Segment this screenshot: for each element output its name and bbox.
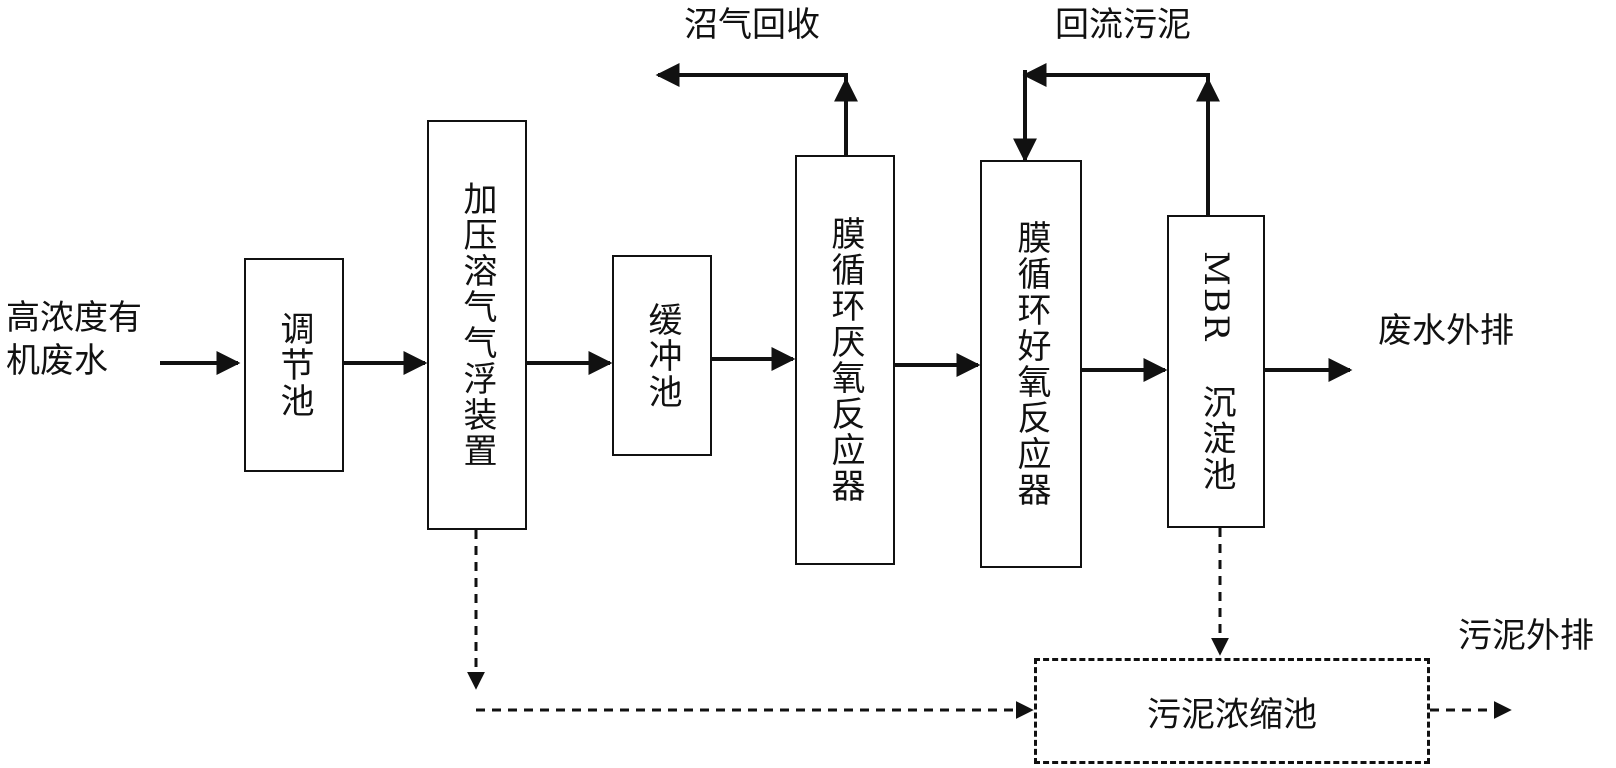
node-tiaojie-tank: 调节池 [244, 258, 344, 472]
node-aerobic-reactor: 膜循环好氧反应器 [980, 160, 1082, 568]
node-buffer-tank: 缓冲池 [612, 255, 712, 456]
label-source-line2: 机废水 [6, 340, 108, 381]
node-mbr-settling-tank: MBR 沉淀池 [1167, 215, 1265, 528]
node-nongsuo-label: 污泥浓缩池 [1147, 694, 1317, 735]
node-huanchong-label: 缓冲池 [642, 301, 682, 410]
node-sludge-thickener: 污泥浓缩池 [1034, 658, 1430, 764]
node-yanyang-label: 膜循环厌氧反应器 [825, 216, 865, 504]
label-source: 高浓度有 机废水 [6, 297, 142, 382]
node-anaerobic-reactor: 膜循环厌氧反应器 [795, 155, 895, 565]
node-dissolved-air-flotation: 加压溶气气浮装置 [427, 120, 527, 530]
arrow-biogas-recovery [655, 63, 848, 160]
node-qifu-label: 加压溶气气浮装置 [457, 181, 497, 469]
node-tiaojie-label: 调节池 [274, 311, 314, 419]
label-source-line1: 高浓度有 [6, 298, 142, 338]
label-sludge-out: 污泥外排 [1458, 616, 1594, 656]
node-mbr-label: MBR 沉淀池 [1196, 250, 1236, 493]
label-effluent: 废水外排 [1378, 311, 1514, 351]
node-mbr-suffix: 沉淀池 [1196, 384, 1236, 493]
label-return-sludge: 回流污泥 [1055, 5, 1191, 45]
label-biogas-recovery: 沼气回收 [684, 5, 820, 45]
node-haoyang-label: 膜循环好氧反应器 [1011, 220, 1051, 508]
node-mbr-prefix: MBR [1196, 250, 1236, 343]
